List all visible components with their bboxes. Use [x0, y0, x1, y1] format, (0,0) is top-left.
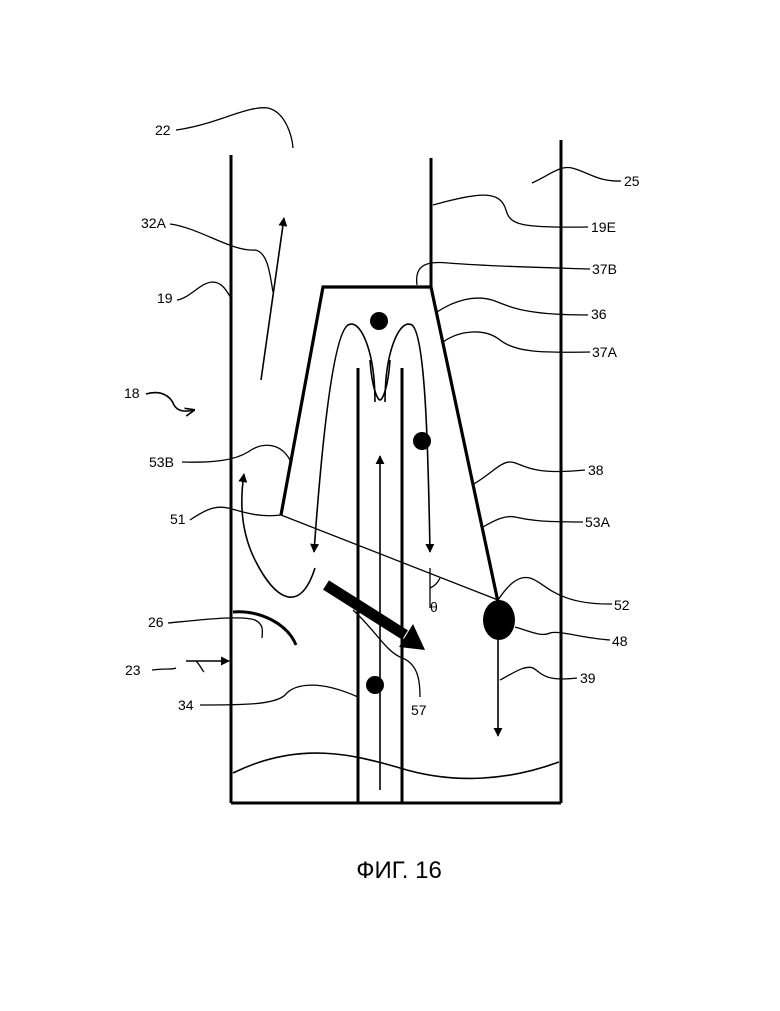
particle-right	[413, 432, 431, 450]
label-37B: 37B	[592, 261, 617, 277]
leader-18	[146, 393, 194, 412]
leader-39	[500, 667, 577, 680]
left-recirculation-arrow	[314, 324, 375, 552]
leader-34	[200, 685, 358, 705]
label-36: 36	[591, 306, 607, 322]
leader-52	[498, 577, 612, 604]
leader-25	[532, 167, 621, 183]
leader-53A	[483, 517, 583, 527]
label-34: 34	[178, 697, 194, 713]
label-53B: 53B	[149, 454, 174, 470]
upward-flow-arrow	[261, 218, 284, 380]
curl-flow-arrow	[242, 474, 315, 597]
leader-26	[168, 618, 262, 638]
angle-symbol: θ	[430, 599, 438, 615]
label-32A: 32A	[141, 215, 167, 231]
label-38: 38	[588, 462, 604, 478]
leader-36	[437, 298, 588, 315]
particle-tube	[366, 676, 384, 694]
label-57: 57	[411, 702, 427, 718]
leader-51	[190, 507, 281, 520]
leader-23	[152, 668, 176, 670]
leader-38	[472, 462, 585, 485]
angle-arc	[430, 578, 440, 588]
incline-line	[281, 515, 498, 600]
figure-caption: ФИГ. 16	[356, 857, 442, 884]
label-26: 26	[148, 614, 164, 630]
bold-diagonal-arrow-shaft	[326, 585, 405, 635]
cone-baffle	[281, 287, 498, 602]
leader-22	[176, 108, 293, 148]
label-37A: 37A	[592, 344, 618, 360]
leader-32A	[170, 224, 273, 292]
label-22: 22	[155, 122, 171, 138]
leader-23-hook	[196, 661, 204, 672]
label-25: 25	[624, 173, 640, 189]
label-18: 18	[124, 385, 140, 401]
leader-19E	[433, 195, 588, 227]
label-52: 52	[614, 597, 630, 613]
leader-37B	[417, 262, 590, 285]
particle-top	[370, 312, 388, 330]
leader-37A	[443, 332, 590, 352]
particle-large	[483, 600, 515, 640]
label-48: 48	[612, 633, 628, 649]
label-51: 51	[170, 511, 186, 527]
label-39: 39	[580, 670, 596, 686]
label-53A: 53A	[585, 514, 611, 530]
leader-53B	[182, 445, 290, 462]
label-19E: 19E	[591, 219, 616, 235]
label-23: 23	[125, 662, 141, 678]
liquid-surface	[233, 753, 559, 778]
label-19: 19	[157, 290, 173, 306]
leader-19	[177, 282, 231, 300]
inlet-baffle	[233, 612, 296, 645]
